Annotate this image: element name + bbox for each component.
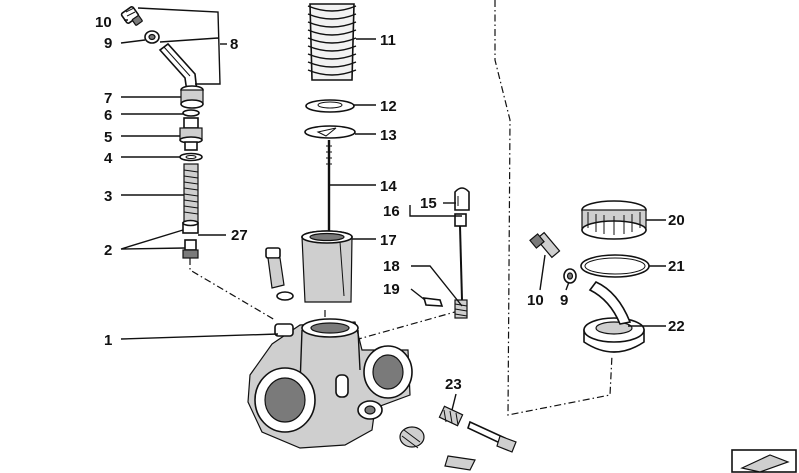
part-17-slide [301,230,353,303]
callout-14: 14 [380,178,397,195]
callout-13: 13 [380,127,397,144]
part-8-hose [158,42,198,93]
callout-21: 21 [668,258,685,275]
callout-22: 22 [668,318,685,335]
part-12-clip-plate [305,99,355,113]
callout-27: 27 [231,227,248,244]
part-13-plate [304,125,356,139]
callout-23: 23 [445,376,462,393]
assembly-boundary-line [494,0,613,416]
part-6-washer [182,109,200,117]
callout-17: 17 [380,232,397,249]
part-10-screw [120,6,143,26]
part-20-ring-nut [581,200,647,240]
part-4-washer [179,152,203,162]
callout-11: 11 [380,32,396,49]
callout-19: 19 [383,281,400,298]
part-19-clip [422,297,444,307]
callout-10-right: 10 [527,292,544,309]
part-22-float-bowl [583,281,645,353]
callout-1: 1 [104,332,112,349]
part-27-holder [182,219,199,234]
callout-3: 3 [104,188,112,205]
part-9-nut [144,30,160,44]
callout-10-left: 10 [95,14,112,31]
part-10b-screw [529,231,561,259]
callout-2: 2 [104,242,112,259]
callout-7: 7 [104,90,112,107]
callout-6: 6 [104,107,112,124]
callout-18: 18 [383,258,400,275]
part-15-cap [454,187,470,211]
callout-9-left: 9 [104,35,112,52]
callout-4: 4 [104,150,113,167]
part-2-main-jet [182,239,199,259]
part-banjo-fitting [265,247,294,301]
assembly-link-18 [354,309,463,341]
part-5-fitting [179,117,203,151]
part-11-spring [307,3,357,81]
callout-5: 5 [104,129,112,146]
part-21-gasket [580,254,650,278]
part-1-carburetor-body [247,318,413,449]
part-16-float-needle [454,213,467,301]
part-idle-screw [467,420,517,453]
part-14-needle [326,140,332,232]
leader-lines [120,7,666,411]
callout-12: 12 [380,98,397,115]
part-7-cap-nut [180,85,204,109]
corner-thumbnail-icon [731,449,797,473]
part-3-needle-jet [183,163,199,223]
callout-8: 8 [230,36,238,53]
part-spring-bottom [399,426,476,471]
callout-16: 16 [383,203,400,220]
part-9b-nut [563,268,577,284]
part-23-screw [438,405,464,427]
assembly-link-left [189,258,276,321]
part-18-spring [454,299,468,319]
callout-9-right: 9 [560,292,568,309]
callout-15: 15 [420,195,437,212]
callout-20: 20 [668,212,685,229]
